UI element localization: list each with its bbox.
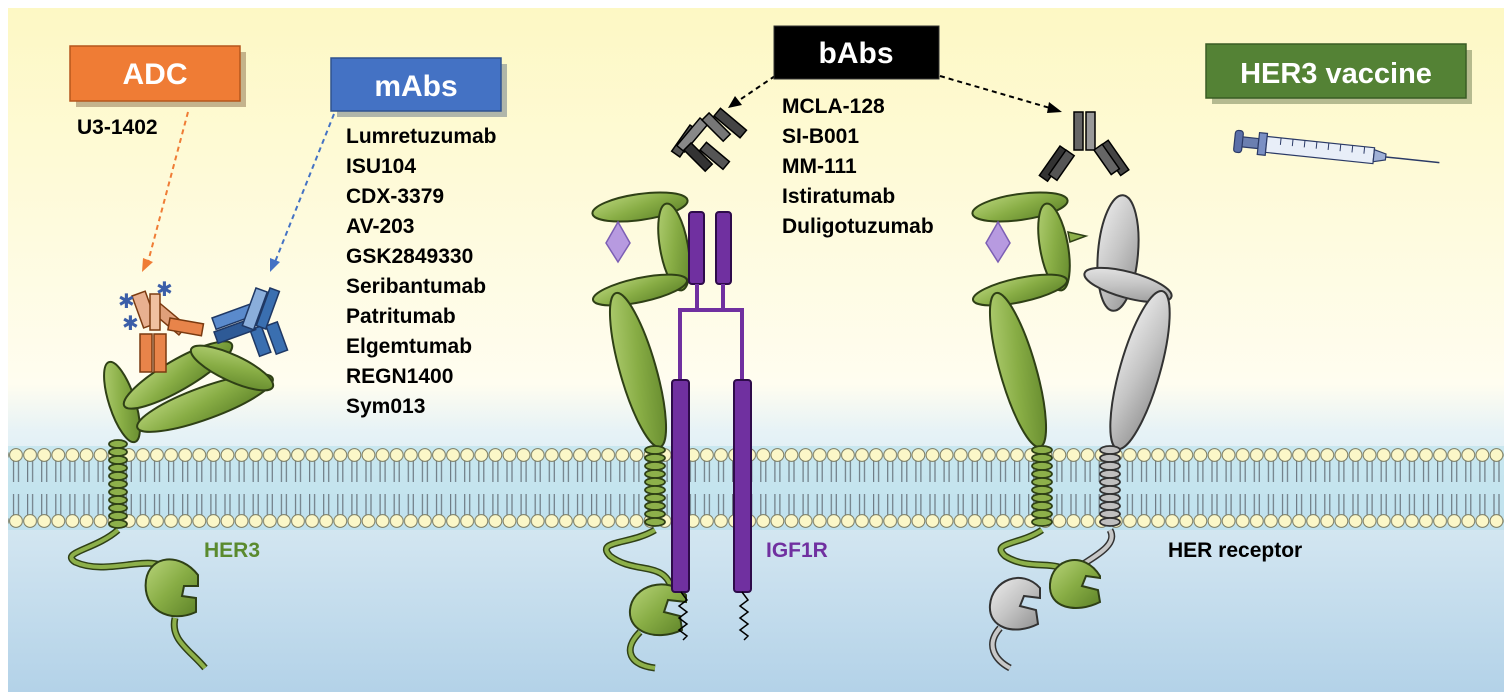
- babs-box: bAbs: [773, 25, 940, 80]
- bispecific-antibody-2: [1038, 111, 1130, 183]
- mab-drug-name: Elgemtumab: [346, 335, 472, 358]
- her3-receptor: [68, 340, 275, 671]
- igf1r-label: IGF1R: [766, 539, 828, 562]
- mab-drug-name: Seribantumab: [346, 275, 486, 298]
- vaccine-box: HER3 vaccine: [1205, 43, 1472, 104]
- mabs-label: mAbs: [374, 70, 457, 103]
- bab-drug-name: SI-B001: [782, 125, 859, 148]
- cell-membrane: [8, 448, 1504, 528]
- mabs-box: mAbs: [330, 57, 507, 117]
- bab-drug-name: Duligotuzumab: [782, 215, 934, 238]
- igf1r-receptor: [671, 211, 752, 641]
- bab-drug-name: MM-111: [782, 155, 857, 178]
- diamond-marker-icon: [985, 220, 1011, 264]
- mab-drug-name: GSK2849330: [346, 245, 473, 268]
- background: [8, 8, 1504, 692]
- svg-text:✱: ✱: [156, 277, 173, 301]
- bispecific-antibody-1: [670, 107, 748, 173]
- mab-drug-name: REGN1400: [346, 365, 453, 388]
- mab-antibody: [211, 287, 289, 358]
- adc-arrow: [142, 111, 189, 272]
- svg-text:✱: ✱: [118, 289, 135, 313]
- babs-arrow-left: [728, 75, 776, 108]
- mab-drug-name: Patritumab: [346, 305, 456, 328]
- bab-drug-name: Istiratumab: [782, 185, 895, 208]
- bab-drug-name: MCLA-128: [782, 95, 885, 118]
- adc-antibody: [131, 290, 205, 373]
- svg-text:✱: ✱: [122, 311, 139, 335]
- syringe-icon: [1233, 129, 1440, 165]
- adc-drug-name: U3-1402: [77, 116, 158, 139]
- mab-drug-name: ISU104: [346, 155, 416, 178]
- her3-igf1r-complex: [591, 191, 691, 672]
- vaccine-label: HER3 vaccine: [1240, 58, 1432, 90]
- babs-label: bAbs: [819, 37, 894, 70]
- her3-receptor-right: [971, 191, 1102, 609]
- adc-payload-icon: ✱ ✱ ✱: [118, 277, 173, 335]
- mab-drug-name: AV-203: [346, 215, 415, 238]
- mab-drug-name: Sym013: [346, 395, 425, 418]
- mab-drug-name: Lumretuzumab: [346, 125, 497, 148]
- her-receptor-label: HER receptor: [1168, 539, 1302, 562]
- mab-drug-list: Lumretuzumab ISU104 CDX-3379 AV-203 GSK2…: [346, 125, 497, 418]
- adc-label: ADC: [123, 58, 188, 91]
- adc-box: ADC: [69, 45, 246, 107]
- babs-arrow-right: [939, 75, 1062, 113]
- adc-drug-list: U3-1402: [77, 116, 158, 139]
- diamond-marker-icon: [605, 220, 631, 264]
- mab-drug-name: CDX-3379: [346, 185, 444, 208]
- bab-drug-list: MCLA-128 SI-B001 MM-111 Istiratumab Duli…: [782, 95, 934, 238]
- her3-label: HER3: [204, 539, 260, 562]
- mab-arrow: [270, 113, 335, 272]
